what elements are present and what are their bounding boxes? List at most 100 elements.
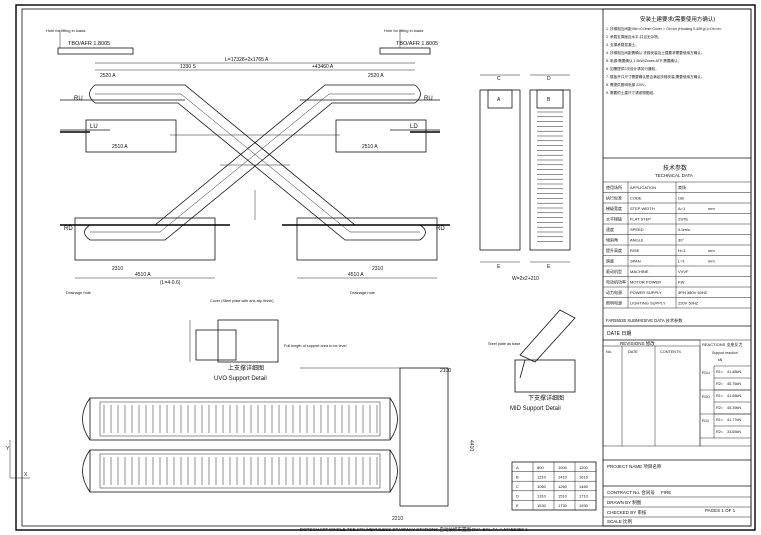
label-ld: LD (410, 124, 418, 130)
tech-row-cn: 跨度 (606, 258, 614, 264)
label-ru-right: RU (424, 96, 433, 102)
level-label-right: TBO/AFR 1.8005 (396, 41, 438, 47)
note-line: 2. 承载支撑面应水平,并且无杂物。 (606, 34, 661, 39)
tech-row-val: H=1 (678, 248, 686, 253)
table-cell: C (516, 484, 519, 489)
dim-mid-left: 2510 A (112, 144, 128, 150)
plan-steps-bottom (99, 453, 381, 489)
section-right-body (529, 89, 571, 251)
dim-overall: L=17328+2x1765 A (225, 57, 269, 63)
mid-note: Steel plate as base (488, 342, 520, 346)
mid-support-block (514, 359, 576, 393)
upper-detail-title-cn: 上支撑详细图 (228, 364, 264, 372)
reaction-key: R1= (716, 370, 724, 374)
top-left-slab (57, 47, 134, 55)
title-block: 安装土建要求(需要使用方确认) 1. 扶梯相互间距:Min=0.0mm Cove… (602, 8, 752, 527)
tech-row-cn: 照明电源 (606, 300, 622, 306)
lift-hole-label-left: Hole for lifting in loads (46, 28, 85, 33)
plan-view: 2100 4410 2210 (82, 367, 474, 522)
upper-support-slab (217, 319, 279, 363)
scale-label: SCALE 比例 (607, 518, 633, 525)
tech-row-en: APPLICATION (630, 185, 656, 190)
section-label-d1: D (547, 76, 551, 82)
tech-row-en: STEP WIDTH (630, 206, 655, 211)
dim-bottom-right2: 2310 (372, 266, 383, 272)
reactions-unit: kN (718, 358, 723, 362)
drainage-left: Drainage hole (66, 290, 92, 295)
label-rd-left: RD (64, 226, 73, 232)
side-sections: C D A B E E W=2x2+210 (479, 74, 571, 282)
tech-row-en: FLAT STEP (630, 217, 651, 222)
elevation-view: Hole for lifting in loads Hole for lifti… (46, 28, 450, 295)
tech-title-en: TECHNICAL DATA (655, 173, 693, 178)
tech-row-val: L=1 (678, 259, 686, 264)
note-line: 1. 扶梯相互间距:Min=0.0mm Cover = Ox=nn (Hooki… (606, 26, 722, 31)
drainage-right: Drainage hole (350, 290, 376, 295)
contract-label: CONTRACT No. 合同号 (607, 489, 655, 496)
tech-row-val: KW (678, 280, 685, 285)
drawing-frame (15, 4, 756, 531)
table-cell: 800 (537, 465, 544, 470)
tech-row-cn: 速度 (606, 226, 614, 232)
note-line: 3. 支撑承载混凝土。 (606, 42, 639, 47)
table-cell: 1260 (558, 484, 568, 489)
lower-pit-right (296, 217, 438, 261)
dim-bottom-note: (L=4-0.6) (160, 280, 181, 286)
tech-row-cn: 梯级宽度 (606, 205, 622, 211)
reaction-key: R1= (716, 418, 724, 422)
table-cell: B (516, 474, 519, 479)
reaction-value: 41.48kN (727, 370, 741, 374)
plan-escalator-bottom (89, 449, 391, 493)
tech-row-en: ANGLE (630, 238, 644, 243)
reactions-sub: Support reaction (712, 351, 738, 355)
mid-support-detail: Steel plate as base 下支撑详细图 MID Support D… (488, 309, 576, 412)
table-cell: 1530 (537, 503, 547, 508)
upper-note2: Full length of support area to be level (284, 344, 347, 348)
section-steps (537, 111, 563, 242)
plan-steps-top (99, 401, 381, 437)
upper-detail-title-en: UVO Support Detail (214, 376, 267, 382)
label-ru-left: RU (74, 96, 83, 102)
reaction-key: R2= (716, 382, 724, 386)
dim-bottom-right: 4510 A (348, 272, 364, 278)
section-left-top (487, 89, 513, 109)
dim-bottom-left2: 2310 (112, 266, 123, 272)
note-line: 4. 扶梯相互间距需确认:扶梯安装及土建要求需要使用方确认。 (606, 50, 704, 55)
revision-col-header: DATE (628, 350, 638, 354)
note-line: 7. 楼板开口尺寸需要确认是否满足扶梯安装,需要使用方确认。 (606, 74, 704, 79)
table-cell: 1930 (579, 503, 589, 508)
plan-dim-bottom: 2210 (392, 516, 403, 522)
dim-bottom-left: 4510 A (135, 272, 151, 278)
tech-row-cn: 动力电源 (606, 289, 622, 295)
table-cell: E (516, 503, 519, 508)
tech-row-val: 3PH 380V 50HZ (678, 290, 708, 295)
tech-row-en: POWER SUPPLY (630, 290, 662, 295)
page-label: PAGES 1 OF 1 (705, 508, 736, 513)
reaction-value: 45.76kN (727, 382, 741, 386)
section-left-body (479, 89, 521, 251)
tech-row-val: 0.5m/s (678, 227, 690, 232)
table-cell: 1060 (537, 484, 547, 489)
reaction-value: 41.68kN (727, 394, 741, 398)
tech-row-val: VVVF (678, 269, 689, 274)
section-label-a: A (497, 97, 501, 103)
upper-note1: Cover (Steel plate with anti-slip finish… (210, 299, 274, 303)
reaction-value: 41.77kN (727, 418, 741, 422)
table-cell: 1410 (558, 474, 568, 479)
tech-row-val: A=1 (678, 206, 686, 211)
table-cell: 1710 (579, 494, 589, 499)
level-label-left: TBO/AFR 1.8005 (68, 41, 110, 47)
tech-row-en: CODE (630, 196, 642, 201)
tech-row-unit: mm (708, 248, 715, 253)
tech-row-val: 220V 50HZ (678, 301, 699, 306)
tech-footer: FAR5553E SUBMISSIVE DATA 技术参数 (606, 317, 683, 324)
tech-row-cn: 倾斜角 (606, 237, 618, 243)
upper-pit-left (85, 119, 177, 153)
revision-col-header: CONTENTS (660, 350, 681, 354)
tech-row-cn: 驱动机型 (606, 268, 622, 274)
dim-top-left: 2520 A (100, 73, 116, 79)
revisions-header: REVISIONS 修改 (620, 340, 655, 347)
plan-dim-height: 4410 (468, 440, 474, 451)
section-width: W=2x2+210 (512, 276, 539, 282)
section-label-b: B (547, 97, 551, 103)
